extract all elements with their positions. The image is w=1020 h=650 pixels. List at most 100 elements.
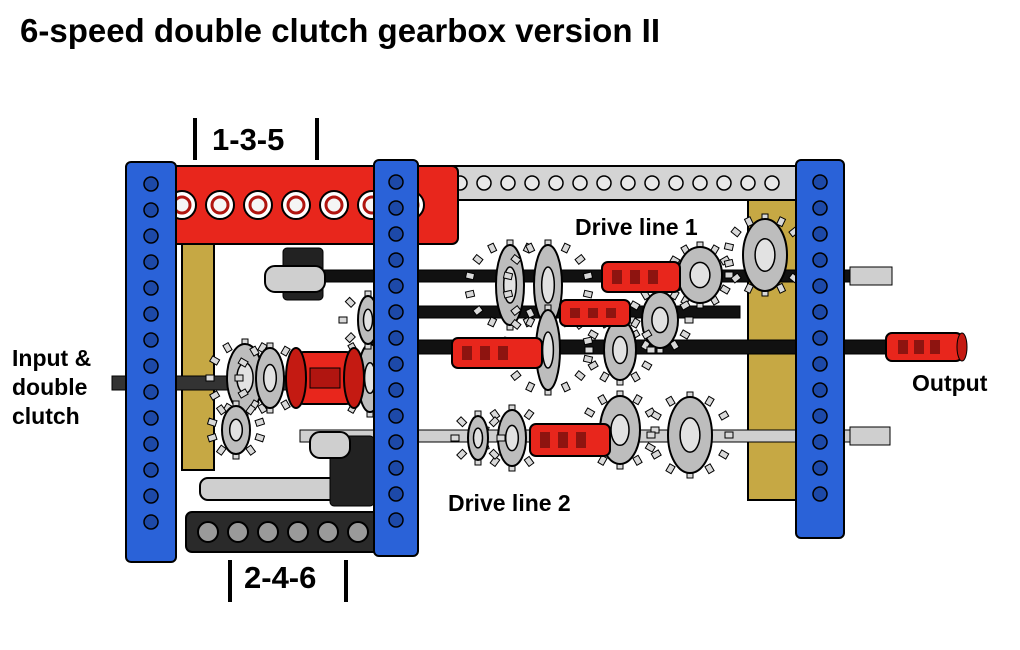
gear-hub bbox=[362, 308, 374, 332]
gear-tooth bbox=[632, 454, 643, 466]
coupler-body bbox=[601, 261, 681, 293]
gear-hub bbox=[610, 413, 630, 447]
gear-tooth bbox=[704, 395, 715, 407]
gear-tooth bbox=[644, 442, 656, 453]
beam-hole bbox=[143, 384, 159, 400]
label-output: Output bbox=[912, 370, 988, 396]
gear-tooth bbox=[472, 253, 484, 265]
red-coupler bbox=[601, 261, 681, 293]
gear-tooth bbox=[488, 416, 500, 428]
gear-tooth bbox=[450, 434, 460, 442]
gear-tooth bbox=[280, 345, 291, 357]
beam-hole bbox=[692, 175, 708, 191]
gear-tooth bbox=[502, 271, 514, 281]
gear-tooth bbox=[646, 346, 656, 354]
beam-hole bbox=[476, 175, 492, 191]
gear-tooth bbox=[206, 417, 218, 427]
gear-tooth bbox=[245, 404, 257, 416]
beam-hole bbox=[143, 514, 159, 530]
gray-top-beam bbox=[419, 165, 813, 201]
beam-hole bbox=[812, 226, 828, 242]
gear-hub bbox=[612, 335, 628, 365]
gear-tooth bbox=[249, 345, 260, 357]
gear-tooth bbox=[510, 253, 522, 265]
beam-hole bbox=[812, 382, 828, 398]
beam-hole bbox=[388, 226, 404, 242]
gear-tooth bbox=[724, 271, 734, 279]
beam-hole-ring bbox=[324, 195, 344, 215]
beam-hole bbox=[143, 202, 159, 218]
gear-tooth bbox=[205, 374, 215, 382]
beam-hole bbox=[143, 280, 159, 296]
gear-tooth bbox=[489, 455, 501, 468]
gear-tooth bbox=[650, 449, 662, 460]
red-coupler bbox=[451, 337, 543, 369]
gear-hub bbox=[689, 261, 711, 289]
gear-tooth bbox=[775, 216, 787, 228]
beam-hole bbox=[143, 410, 159, 426]
gear-tooth bbox=[641, 329, 653, 340]
gear-tooth bbox=[582, 289, 594, 299]
beam-hole bbox=[388, 460, 404, 476]
gear bbox=[584, 314, 656, 386]
gear-tooth bbox=[254, 417, 266, 427]
blue-frame bbox=[125, 161, 177, 563]
beam-hole-ring bbox=[286, 195, 306, 215]
label-input-double-clutch: Input & double clutch bbox=[12, 344, 91, 431]
beam-hole bbox=[812, 252, 828, 268]
coupler-slot bbox=[480, 346, 490, 360]
gear-tooth bbox=[629, 300, 641, 311]
coupler-slot bbox=[558, 432, 568, 448]
gear-tooth bbox=[584, 407, 596, 418]
coupler-slot bbox=[630, 270, 640, 284]
output-coupler bbox=[885, 332, 968, 362]
gear-tooth bbox=[718, 449, 730, 460]
coupler-slot bbox=[588, 308, 598, 318]
beam-hole bbox=[317, 521, 339, 543]
gear-tooth bbox=[641, 360, 653, 371]
gear-tooth bbox=[560, 242, 571, 254]
gear-tooth bbox=[344, 332, 356, 344]
beam-hole bbox=[812, 200, 828, 216]
gear-tooth bbox=[584, 346, 594, 354]
beam-hole bbox=[143, 358, 159, 374]
coupler-slot bbox=[462, 346, 472, 360]
beam-hole bbox=[143, 254, 159, 270]
gear-hub bbox=[472, 427, 484, 449]
blue-frames bbox=[125, 159, 845, 563]
beam-hole bbox=[388, 200, 404, 216]
coupler-slot bbox=[606, 308, 616, 318]
gear-hub bbox=[262, 363, 278, 393]
gear-tooth bbox=[630, 317, 641, 329]
gear-tooth bbox=[582, 336, 594, 346]
beam-hole bbox=[287, 521, 309, 543]
beam-hole bbox=[812, 278, 828, 294]
gear-tooth bbox=[684, 316, 694, 324]
beam-hole bbox=[388, 356, 404, 372]
gear-label-brackets bbox=[193, 118, 348, 602]
gear-tooth bbox=[582, 354, 594, 364]
gear-tooth bbox=[704, 463, 715, 475]
gear-hub bbox=[504, 424, 520, 452]
gear-tooth bbox=[234, 374, 244, 382]
gear-tooth bbox=[560, 381, 571, 393]
gear-tooth bbox=[206, 433, 218, 443]
label-gears-1-3-5: 1-3-5 bbox=[212, 122, 285, 157]
gear bbox=[450, 410, 506, 466]
gear-tooth bbox=[456, 416, 468, 428]
beam-hole bbox=[812, 486, 828, 502]
label-input-line: Input & bbox=[12, 345, 92, 371]
gear-tooth bbox=[730, 272, 742, 284]
gear-tooth bbox=[344, 296, 356, 308]
coupler-slot bbox=[540, 432, 550, 448]
beam-hole bbox=[143, 462, 159, 478]
red-coupler bbox=[529, 423, 611, 457]
gear-tooth bbox=[525, 307, 536, 319]
blue-frame bbox=[795, 159, 845, 539]
beam-hole bbox=[596, 175, 612, 191]
gear-tooth bbox=[523, 408, 535, 421]
beam-hole bbox=[197, 521, 219, 543]
gear-tooth bbox=[487, 242, 498, 254]
gear-tooth bbox=[730, 226, 742, 238]
beam-hole bbox=[644, 175, 660, 191]
